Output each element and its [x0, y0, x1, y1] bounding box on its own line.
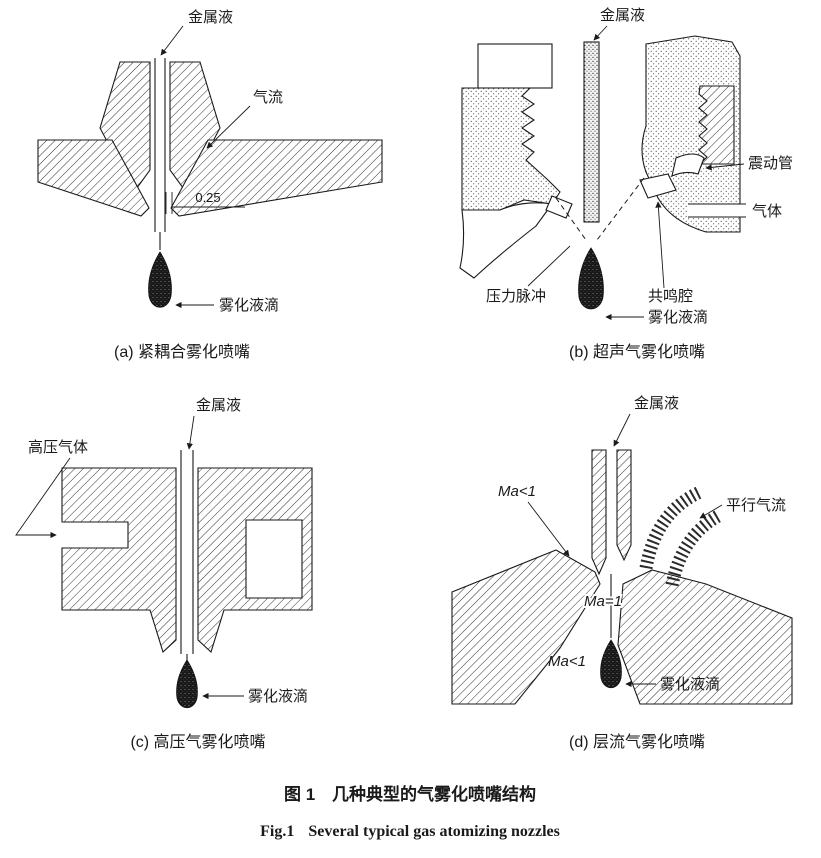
pressure-wave-right: [596, 177, 645, 241]
figure-caption-group: 图 1 几种典型的气雾化喷嘴结构 Fig.1 Several typical g…: [260, 784, 560, 840]
label-metal-liquid: 金属液: [634, 395, 679, 412]
left-threaded-insert: [461, 87, 561, 211]
label-pressure-pulse: 压力脉冲: [486, 288, 546, 305]
gas-block-lower-left: [37, 139, 150, 217]
melt-delivery-tube: [583, 41, 600, 223]
leader-metal-liquid: [613, 413, 631, 447]
leader-metal-liquid: [186, 415, 195, 450]
panel-a-caption: (a) 紧耦合雾化喷嘴: [114, 343, 250, 361]
panel-c-caption: (c) 高压气雾化喷嘴: [130, 733, 265, 751]
label-atomized-droplets: 雾化液滴: [648, 308, 708, 326]
parallel-gas-band-inner: [639, 486, 703, 570]
figure-caption-en: Fig.1 Several typical gas atomizing nozz…: [260, 823, 560, 840]
panel-c: 金属液 高压气体 雾化液滴 (c) 高压气雾化喷嘴: [15, 397, 313, 751]
nozzle-wedge-right: [617, 569, 793, 705]
droplet-shape: [148, 251, 172, 308]
figure-caption-en-title: Several typical gas atomizing nozzles: [308, 823, 560, 840]
figure-caption-en-label: Fig.1: [260, 823, 294, 840]
melt-tube-bar-left: [591, 449, 607, 576]
left-nozzle-tip: [545, 195, 573, 219]
label-atomized-droplets: 雾化液滴: [219, 296, 279, 314]
leader-parallel-gas-flow: [699, 504, 723, 519]
right-threaded-plug: [698, 85, 735, 165]
label-mach-lt1-upper: Ma<1: [498, 483, 536, 500]
leader-metal-liquid: [160, 25, 184, 56]
panel-b: 金属液 震动管 气体 压力脉冲 共鸣腔 雾化液滴 (b) 超声气雾化喷嘴: [459, 7, 793, 361]
label-atomized-droplets: 雾化液滴: [660, 675, 720, 693]
leader-vibration-tube: [705, 163, 745, 171]
gas-block-lower-right: [170, 139, 383, 217]
gas-inlet-channel: [688, 204, 744, 217]
label-high-pressure-gas: 高压气体: [28, 439, 88, 456]
figure-caption-cn-label: 图 1: [284, 785, 315, 804]
leader-mach-upper: [527, 501, 570, 557]
label-metal-liquid: 金属液: [188, 9, 233, 26]
label-parallel-gas-flow: 平行气流: [726, 497, 786, 514]
melt-tube-bar-right: [616, 449, 632, 562]
label-gas-flow: 气流: [253, 89, 283, 106]
nozzle-wedge-left: [451, 549, 601, 705]
resonance-cavity-horn: [639, 173, 677, 199]
vibration-tube-horn: [671, 153, 705, 177]
droplet-shape: [600, 639, 622, 689]
label-mach-lt1-lower: Ma<1: [548, 653, 586, 670]
panel-a: 金属液 气流 0.25 雾化液滴 (a) 紧耦合雾化喷嘴: [37, 9, 383, 361]
panel-d: 金属液 Ma<1 平行气流 Ma=1 Ma<1 雾化液滴 (d) 层流气雾化喷嘴: [451, 395, 793, 751]
left-body-lower: [459, 202, 553, 279]
figure-caption-cn: 图 1 几种典型的气雾化喷嘴结构: [284, 784, 536, 804]
panel-b-caption: (b) 超声气雾化喷嘴: [569, 343, 705, 361]
left-body-top: [477, 43, 553, 89]
label-metal-liquid: 金属液: [600, 7, 645, 24]
right-gas-block: [197, 467, 313, 653]
left-gas-block: [61, 467, 177, 653]
label-mach-eq1: Ma=1: [584, 593, 622, 610]
leader-resonance-cavity: [655, 201, 665, 289]
label-metal-liquid: 金属液: [196, 397, 241, 414]
leader-high-pressure-gas: [15, 457, 71, 539]
droplet-shape: [176, 659, 198, 709]
gas-block-upper-left: [99, 61, 151, 194]
droplet-shape: [578, 247, 604, 310]
figure-caption-cn-title: 几种典型的气雾化喷嘴结构: [332, 784, 536, 804]
leader-pressure-pulse: [527, 245, 571, 287]
gas-block-upper-right: [169, 61, 221, 194]
label-gas: 气体: [752, 203, 782, 220]
leader-metal-liquid: [593, 25, 608, 41]
label-resonance-cavity: 共鸣腔: [648, 288, 693, 305]
parallel-gas-band-outer: [665, 509, 724, 587]
label-vibration-tube: 震动管: [748, 155, 793, 172]
label-gap-dimension: 0.25: [195, 190, 220, 205]
label-atomized-droplets: 雾化液滴: [248, 687, 308, 705]
leader-gas-flow: [206, 105, 251, 149]
panel-d-caption: (d) 层流气雾化喷嘴: [569, 733, 705, 751]
